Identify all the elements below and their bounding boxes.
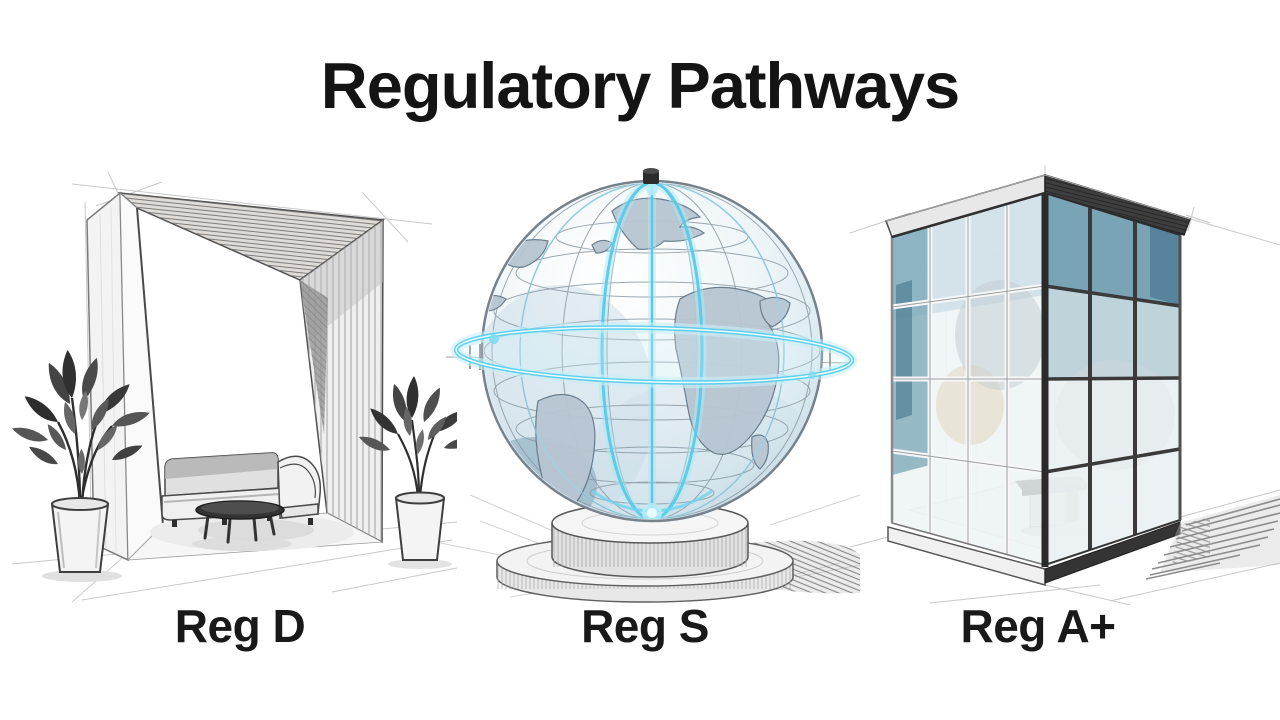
left-face-mullions <box>890 192 1046 566</box>
base-plinth <box>887 521 1181 586</box>
globe-top-knob <box>643 168 659 184</box>
ring-sparkle-right <box>808 371 816 379</box>
building-shadow <box>1145 495 1280 580</box>
right-face-mullions <box>1044 191 1182 567</box>
cornice <box>885 173 1191 239</box>
page-title: Regulatory Pathways <box>320 49 960 122</box>
coffee-table <box>192 500 292 551</box>
label-reg-d: Reg D <box>174 600 306 652</box>
cyan-meridian-glow <box>519 183 785 519</box>
cyan-node-bottom-core <box>647 508 657 518</box>
reg-d-private-room-illustration <box>12 172 457 602</box>
glass-globe <box>450 168 858 523</box>
potted-plant-left <box>12 349 152 582</box>
cyan-equator-ring <box>450 322 858 388</box>
armchair <box>277 455 322 525</box>
reg-a-plus-glass-room-illustration <box>850 165 1280 605</box>
label-reg-a-plus: Reg A+ <box>960 600 1116 652</box>
figure-reg-s <box>440 165 860 605</box>
sofa <box>161 452 285 527</box>
ring-sparkle-left <box>489 334 499 344</box>
figure-reg-a-plus <box>850 165 1280 605</box>
potted-plant-right <box>356 376 457 569</box>
cyan-node-top <box>646 183 658 195</box>
reg-s-globe-illustration <box>440 168 860 603</box>
figure-reg-d <box>12 172 457 602</box>
label-reg-s: Reg S <box>581 600 709 652</box>
